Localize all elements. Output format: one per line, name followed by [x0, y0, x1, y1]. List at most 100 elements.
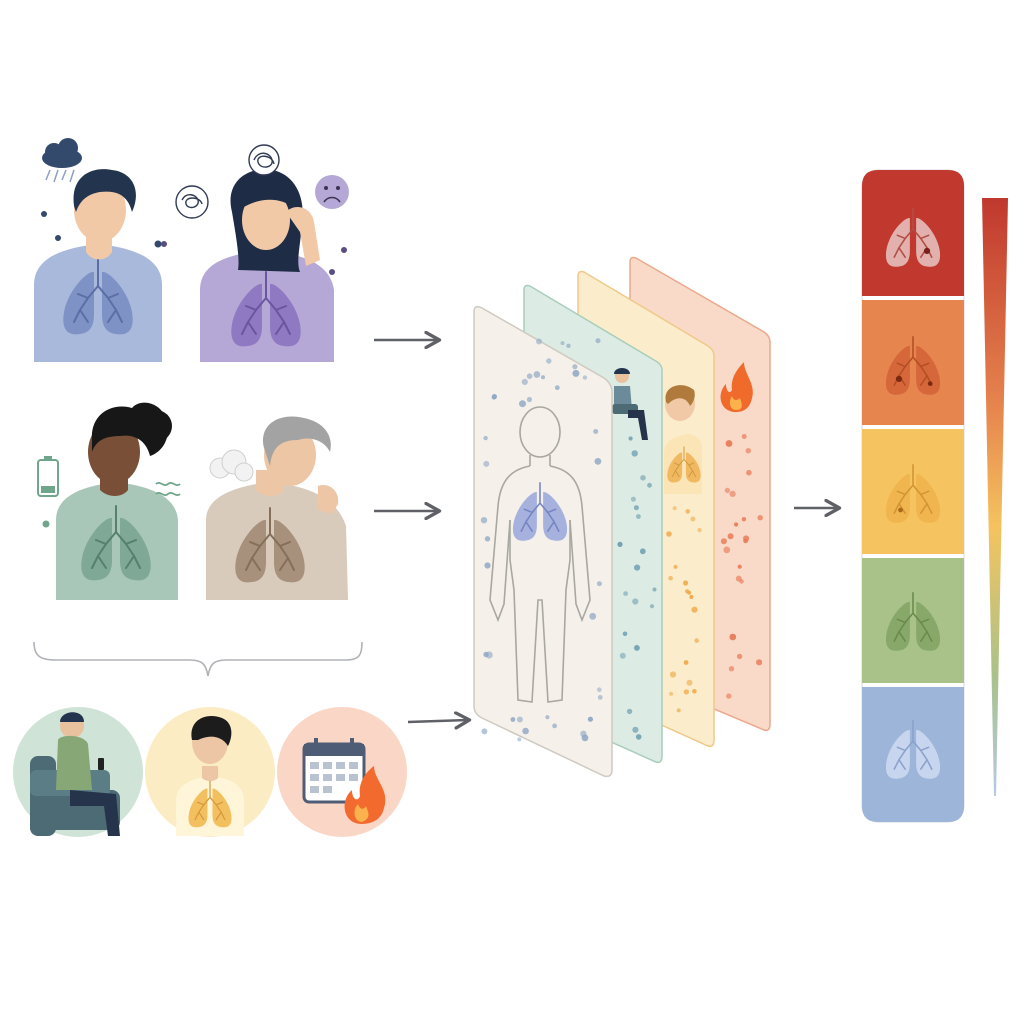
- data-point-dot: [691, 606, 698, 613]
- calendar-flame-icon: [302, 738, 386, 824]
- data-point-dot: [572, 369, 580, 377]
- data-point-dot: [533, 371, 541, 378]
- data-point-dot: [757, 515, 763, 521]
- data-point-dot: [521, 378, 528, 385]
- data-point-dot: [560, 341, 565, 346]
- data-point-dot: [630, 496, 636, 502]
- data-point-dot: [484, 562, 491, 569]
- data-point-dot: [729, 490, 736, 497]
- data-point-dot: [652, 587, 657, 592]
- person-lungs-mini: [664, 385, 702, 494]
- data-point-dot: [517, 737, 522, 742]
- data-point-dot: [639, 548, 646, 555]
- context-sedentary-phone: [13, 707, 143, 837]
- data-point-dot: [632, 598, 639, 605]
- data-point-dot: [737, 564, 742, 569]
- data-point-dot: [619, 652, 626, 659]
- data-point-dot: [746, 469, 752, 476]
- data-point-dot: [726, 693, 732, 699]
- data-point-dot: [572, 364, 578, 370]
- sad-face-icon: [315, 175, 349, 209]
- data-point-dot: [636, 514, 641, 519]
- data-point-dot: [623, 591, 628, 596]
- data-point-dot: [687, 590, 692, 595]
- data-point-dot: [727, 533, 734, 540]
- data-point-dot: [632, 726, 639, 733]
- data-point-dot: [580, 730, 587, 737]
- data-point-dot: [522, 727, 529, 735]
- data-point-dot: [633, 505, 639, 511]
- data-point-dot: [589, 612, 597, 620]
- data-point-dot: [686, 679, 693, 686]
- data-point-dot: [617, 541, 623, 548]
- data-point-dot: [516, 716, 523, 723]
- data-point-dot: [526, 396, 533, 403]
- data-point-dot: [736, 653, 743, 660]
- data-point-dot: [510, 717, 516, 722]
- data-point-dot: [596, 581, 602, 587]
- lungs-icon: [885, 464, 941, 523]
- data-point-dot: [545, 715, 550, 720]
- torso: [56, 482, 178, 600]
- data-point-dot: [483, 435, 488, 441]
- data-point-dot: [673, 564, 678, 569]
- severity-level-4: [862, 558, 964, 683]
- low-battery-icon: [37, 456, 59, 497]
- data-point-dot: [666, 531, 672, 537]
- data-point-dot: [483, 460, 490, 467]
- data-point-dot: [635, 734, 642, 740]
- data-point-dot: [743, 535, 750, 542]
- data-layers: [473, 256, 771, 778]
- data-point-dot: [741, 517, 747, 522]
- data-point-dot: [480, 517, 488, 524]
- data-point-dot: [756, 659, 763, 666]
- person-sitting-phone-mini: [612, 368, 648, 440]
- armchair-phone-icon: [30, 712, 120, 836]
- data-point-dot: [697, 527, 702, 533]
- data-point-dot: [640, 475, 646, 481]
- data-point-dot: [649, 604, 655, 609]
- layer-baseline-body: [473, 305, 613, 778]
- data-point-dot: [485, 651, 493, 659]
- data-point-dot: [634, 564, 641, 571]
- data-point-dot: [683, 689, 689, 695]
- data-point-dot: [546, 358, 552, 364]
- data-point-dot: [631, 450, 638, 457]
- data-point-dot: [634, 645, 640, 651]
- data-point-dot: [541, 375, 545, 380]
- data-point-dot: [728, 666, 735, 672]
- symptom-profiles: [34, 138, 349, 600]
- data-point-dot: [676, 708, 681, 713]
- data-point-dot: [734, 522, 739, 527]
- data-point-dot: [519, 400, 526, 408]
- data-point-dot: [669, 691, 674, 696]
- data-point-dot: [595, 338, 601, 344]
- flame-icon: [720, 362, 753, 412]
- body-outline: [489, 406, 591, 703]
- data-point-dot: [672, 506, 677, 511]
- data-point-dot: [622, 631, 628, 637]
- data-point-dot: [491, 395, 496, 400]
- scribble-thought-icon: [175, 144, 280, 219]
- wavy-lines-icon: [155, 481, 181, 497]
- context-factors: [13, 707, 407, 837]
- data-point-dot: [484, 536, 491, 542]
- data-point-dot: [566, 343, 571, 348]
- context-lung-scan: [145, 707, 275, 837]
- data-point-dot: [741, 434, 747, 439]
- severity-level-2: [862, 300, 964, 425]
- data-point-dot: [647, 482, 652, 488]
- severity-level-5: [862, 687, 964, 822]
- severity-scale: [861, 169, 965, 823]
- data-point-dot: [725, 440, 733, 447]
- data-point-dot: [593, 429, 599, 434]
- data-point-dot: [692, 689, 697, 694]
- data-point-dot: [683, 660, 689, 665]
- data-point-dot: [745, 448, 751, 454]
- data-point-dot: [669, 671, 677, 678]
- data-point-dot: [481, 728, 488, 735]
- data-point-dot: [536, 338, 542, 345]
- data-point-dot: [554, 385, 560, 391]
- data-point-dot: [690, 516, 696, 522]
